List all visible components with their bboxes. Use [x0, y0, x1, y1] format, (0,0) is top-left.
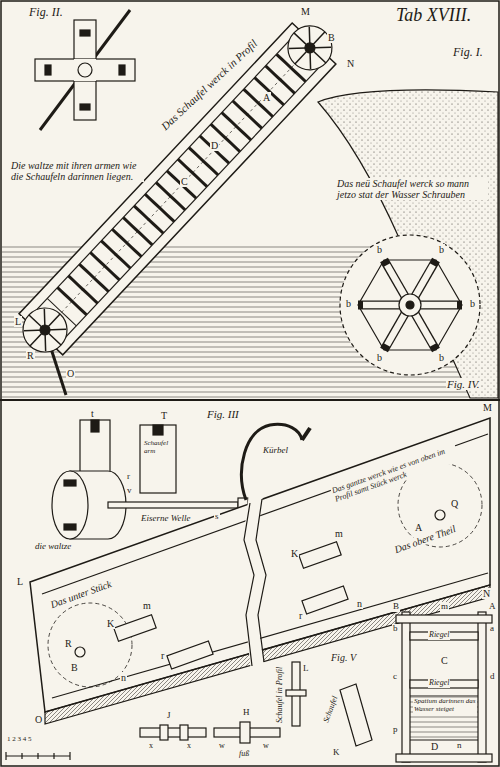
- part-letter: C: [440, 655, 449, 666]
- part-letter: D: [210, 140, 219, 151]
- caption-text: Das unter Stück: [48, 578, 114, 610]
- part-letter: r: [298, 610, 303, 621]
- part-letter: b: [438, 352, 445, 363]
- part-letter: x: [148, 742, 154, 751]
- part-letter: A: [262, 92, 271, 103]
- part-letter: p: [392, 725, 399, 735]
- part-letter: D: [430, 741, 439, 752]
- part-letter: N: [346, 58, 355, 69]
- part-letter: r: [126, 472, 131, 482]
- part-letter: Q: [450, 498, 459, 509]
- part-letter: b: [345, 298, 352, 309]
- part-letter: B: [327, 32, 336, 43]
- part-letter: x: [186, 742, 192, 751]
- part-letter: K: [106, 618, 115, 629]
- caption-text: Das Schaufel werck in Profil: [158, 37, 260, 133]
- part-letter: M: [482, 402, 493, 413]
- part-letter: L: [302, 664, 310, 674]
- part-letter: M: [300, 6, 311, 17]
- caption-text: Schaufel in Profil: [276, 666, 285, 724]
- part-letter: B: [392, 602, 400, 612]
- part-letter: b: [376, 244, 383, 255]
- part-letter: d: [489, 672, 496, 682]
- caption-text: Das neü Schaufel werck so mann jetzo sta…: [336, 178, 488, 200]
- caption-text: Kürbel: [262, 446, 289, 456]
- part-letter: s: [214, 512, 220, 522]
- part-letter: A: [488, 602, 497, 612]
- caption-text: die waltze: [34, 542, 72, 552]
- caption-text: Schaufel: [322, 694, 340, 725]
- caption-text: Schaufel arm: [143, 440, 175, 455]
- part-letter: m: [334, 528, 344, 539]
- part-letter: O: [34, 714, 43, 725]
- part-letter: B: [70, 662, 79, 673]
- part-letter: b: [376, 352, 383, 363]
- part-letter: L: [16, 576, 24, 587]
- part-letter: w: [262, 742, 270, 751]
- caption-text: Das gantze werck wie es von oben im Prof…: [330, 444, 460, 505]
- caption-text: Fig. I.: [452, 46, 484, 59]
- caption-text: Fig. III: [206, 408, 240, 420]
- part-letter: c: [392, 672, 398, 682]
- part-letter: b: [469, 298, 476, 309]
- part-letter: m: [142, 600, 152, 611]
- caption-text: Fig. V: [330, 652, 357, 663]
- caption-text: 1 2 3 4 5: [6, 736, 33, 744]
- part-letter: b: [392, 624, 399, 634]
- part-letter: n: [356, 598, 363, 609]
- part-letter: r: [160, 650, 165, 661]
- part-letter: C: [180, 176, 189, 187]
- part-letter: K: [332, 748, 341, 758]
- part-letter: v: [126, 486, 133, 496]
- caption-text: Fig. II.: [28, 6, 64, 19]
- caption-text: Eiserne Welle: [140, 514, 191, 524]
- caption-text: Spatium darinnen das Wasser steiget: [413, 698, 477, 713]
- part-letter: J: [166, 711, 172, 721]
- caption-text: Das obere Theil: [392, 523, 458, 556]
- part-letter: b: [438, 244, 445, 255]
- part-letter: N: [482, 588, 491, 599]
- part-letter: a: [489, 624, 495, 634]
- plate-number: Tab XVIII.: [395, 6, 472, 26]
- caption-text: Riegel: [428, 679, 450, 688]
- caption-text: Riegel: [428, 631, 450, 640]
- part-letter: t: [90, 408, 95, 419]
- caption-text: Fig. IV.: [446, 378, 481, 390]
- part-letter: A: [414, 522, 423, 533]
- part-letter: fuß: [238, 750, 250, 759]
- part-letter: L: [14, 316, 22, 327]
- part-letter: H: [242, 708, 251, 718]
- part-letter: n: [120, 672, 127, 683]
- part-letter: n: [456, 741, 463, 751]
- part-letter: T: [160, 410, 168, 421]
- part-letter: w: [218, 742, 226, 751]
- part-letter: K: [290, 548, 299, 559]
- caption-text: Die waltze mit ihren armen wie die Schau…: [10, 160, 144, 182]
- part-letter: O: [66, 368, 75, 379]
- part-letter: m: [440, 602, 449, 612]
- part-letter: R: [64, 638, 73, 649]
- part-letter: R: [26, 350, 35, 361]
